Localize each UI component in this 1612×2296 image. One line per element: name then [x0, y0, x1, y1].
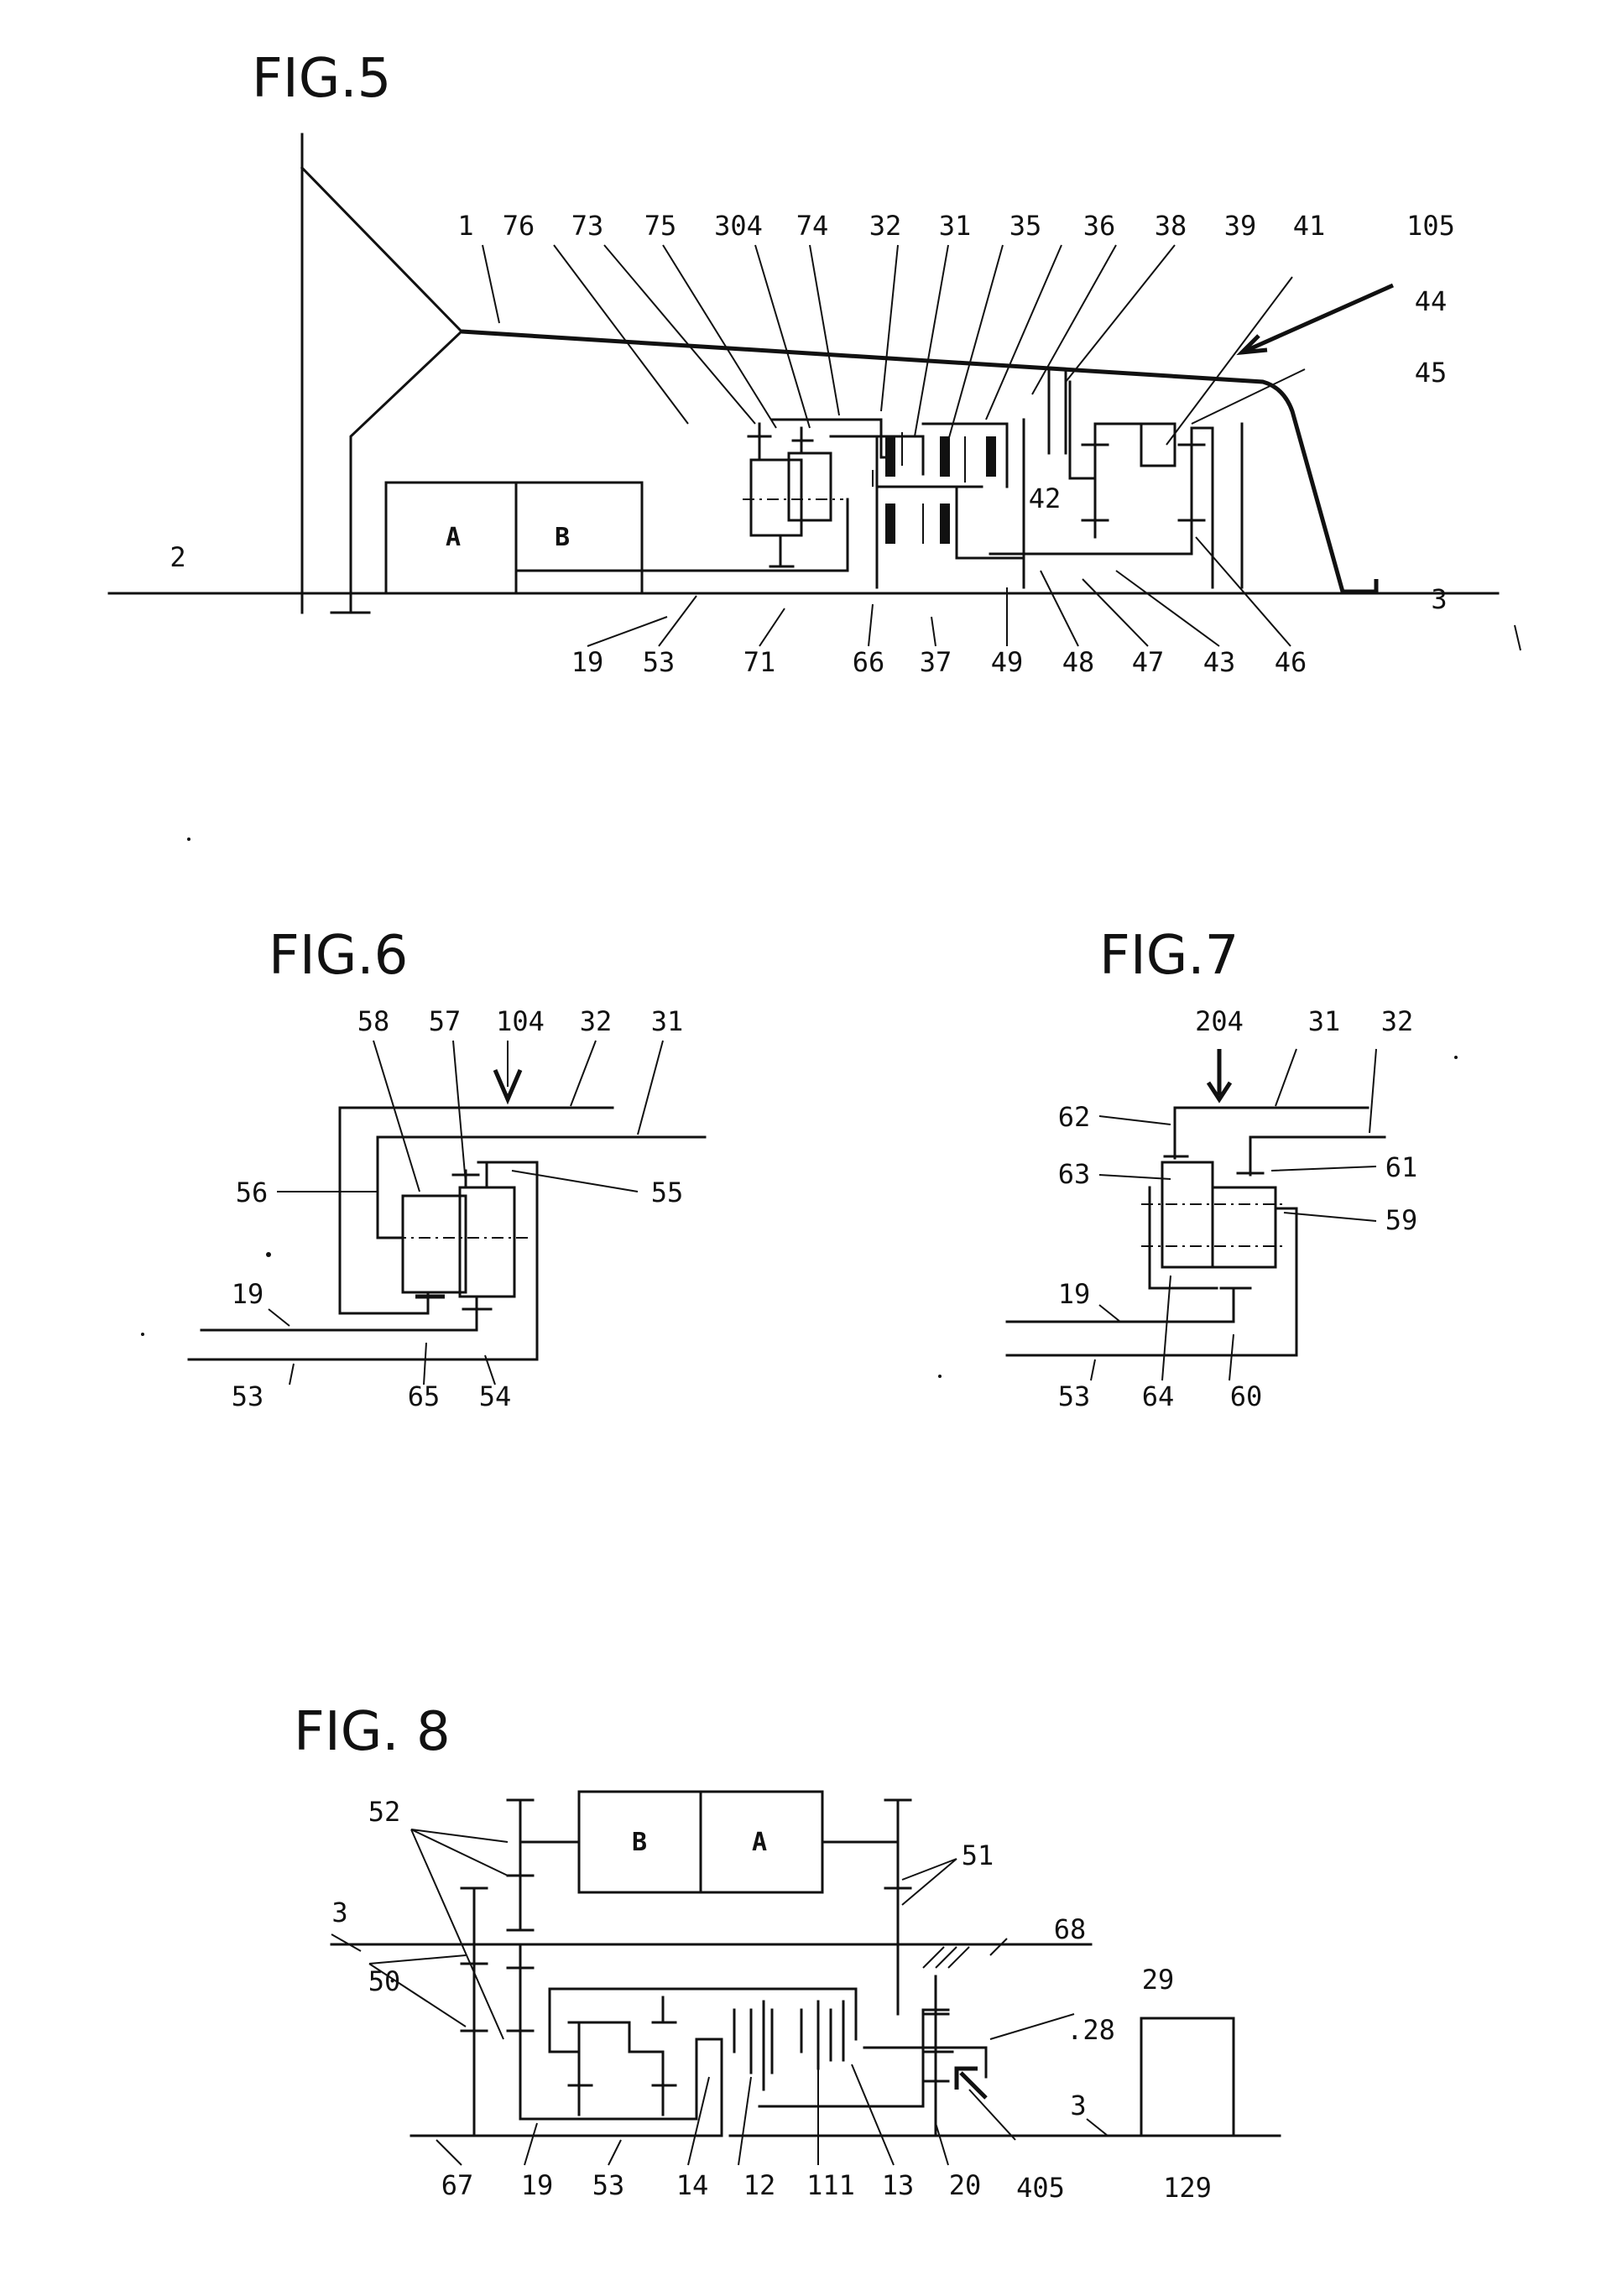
fig7-title: FIG.7	[1099, 925, 1239, 987]
fig5-label-35: 35	[1009, 210, 1042, 242]
fig8-label-28: .28	[1067, 2014, 1115, 2046]
fig5-label-2: 2	[170, 541, 185, 573]
fig8-label-52: 52	[368, 1796, 401, 1828]
fig8-block-a-label: A	[752, 1828, 767, 1857]
fig8-label-3b: 3	[1070, 2090, 1086, 2121]
fig6-label-65: 65	[408, 1380, 441, 1412]
fig7-diagram: FIG.7 204 31 32 62 61 63 59 19 53 64 60	[1007, 925, 1417, 1412]
fig5-label-76: 76	[503, 210, 535, 242]
fig7-label-59: 59	[1385, 1204, 1418, 1236]
fig8-label-67: 67	[441, 2169, 474, 2201]
fig5-label-45: 45	[1415, 357, 1448, 389]
fig6-label-32: 32	[580, 1005, 613, 1037]
fig7-label-61: 61	[1385, 1151, 1418, 1183]
fig8-label-405: 405	[1016, 2172, 1065, 2204]
fig5-label-37: 37	[920, 646, 952, 678]
fig5-block-b-label: B	[555, 523, 570, 552]
fig8-label-14: 14	[676, 2169, 709, 2201]
fig5-label-75: 75	[644, 210, 677, 242]
fig7-label-53: 53	[1058, 1380, 1091, 1412]
fig8-label-12: 12	[743, 2169, 776, 2201]
fig5-diagram: FIG.5 A B	[109, 48, 1498, 678]
fig7-label-60: 60	[1230, 1380, 1263, 1412]
fig6-label-58: 58	[357, 1005, 390, 1037]
fig8-label-29: 29	[1142, 1964, 1175, 1996]
fig5-label-31: 31	[939, 210, 972, 242]
fig5-label-41: 41	[1293, 210, 1326, 242]
fig7-label-63: 63	[1058, 1158, 1091, 1190]
fig8-label-19: 19	[521, 2169, 554, 2201]
fig8-label-20: 20	[949, 2169, 982, 2201]
fig5-label-304: 304	[714, 210, 763, 242]
fig5-label-46: 46	[1275, 646, 1307, 678]
fig5-label-1: 1	[457, 210, 473, 242]
fig6-label-19: 19	[232, 1278, 264, 1310]
fig5-block-a-label: A	[446, 523, 461, 552]
fig8-block-129	[1141, 2018, 1234, 2136]
fig8-label-111: 111	[806, 2169, 855, 2201]
fig5-block-b	[516, 483, 642, 593]
fig8-diagram: FIG. 8 B A	[294, 1701, 1280, 2204]
fig8-block-b-label: B	[632, 1828, 647, 1857]
fig5-label-32: 32	[869, 210, 902, 242]
fig5-label-71: 71	[743, 646, 776, 678]
fig5-label-36: 36	[1083, 210, 1116, 242]
fig6-diagram: FIG.6 58 57 104 32 31 56 55 19 53 65 54	[189, 925, 705, 1412]
fig5-title: FIG.5	[252, 48, 391, 110]
fig8-title: FIG. 8	[294, 1701, 451, 1763]
fig5-label-44: 44	[1415, 285, 1448, 317]
fig5-label-48: 48	[1062, 646, 1095, 678]
fig5-label-38: 38	[1155, 210, 1187, 242]
fig8-label-3a: 3	[331, 1897, 347, 1928]
fig7-label-64: 64	[1142, 1380, 1175, 1412]
fig8-label-13: 13	[882, 2169, 915, 2201]
fig7-label-31: 31	[1308, 1005, 1341, 1037]
fig6-label-53: 53	[232, 1380, 264, 1412]
fig8-label-53: 53	[592, 2169, 625, 2201]
fig6-title: FIG.6	[269, 925, 408, 987]
fig7-label-19: 19	[1058, 1278, 1091, 1310]
fig5-label-19: 19	[571, 646, 604, 678]
fig7-label-204: 204	[1195, 1005, 1244, 1037]
fig5-label-74: 74	[796, 210, 829, 242]
fig8-label-68: 68	[1054, 1913, 1087, 1945]
fig5-label-66: 66	[853, 646, 885, 678]
fig6-label-104: 104	[496, 1005, 545, 1037]
fig8-label-51: 51	[962, 1839, 994, 1871]
fig5-label-73: 73	[571, 210, 604, 242]
fig8-label-129: 129	[1163, 2172, 1212, 2204]
fig5-label-49: 49	[991, 646, 1024, 678]
fig5-label-43: 43	[1203, 646, 1236, 678]
fig6-label-54: 54	[479, 1380, 512, 1412]
fig5-label-42: 42	[1029, 483, 1062, 514]
fig7-label-32: 32	[1381, 1005, 1414, 1037]
fig6-label-31: 31	[651, 1005, 684, 1037]
fig5-label-3: 3	[1431, 583, 1447, 615]
fig6-label-57: 57	[429, 1005, 462, 1037]
fig6-label-56: 56	[236, 1177, 269, 1208]
fig5-label-53: 53	[643, 646, 676, 678]
fig8-label-50: 50	[368, 1965, 401, 1997]
fig5-label-105: 105	[1406, 210, 1455, 242]
fig7-label-62: 62	[1058, 1101, 1091, 1133]
fig5-label-47: 47	[1132, 646, 1165, 678]
scan-specks	[141, 625, 1521, 1378]
fig5-label-39: 39	[1224, 210, 1257, 242]
fig6-label-55: 55	[651, 1177, 684, 1208]
